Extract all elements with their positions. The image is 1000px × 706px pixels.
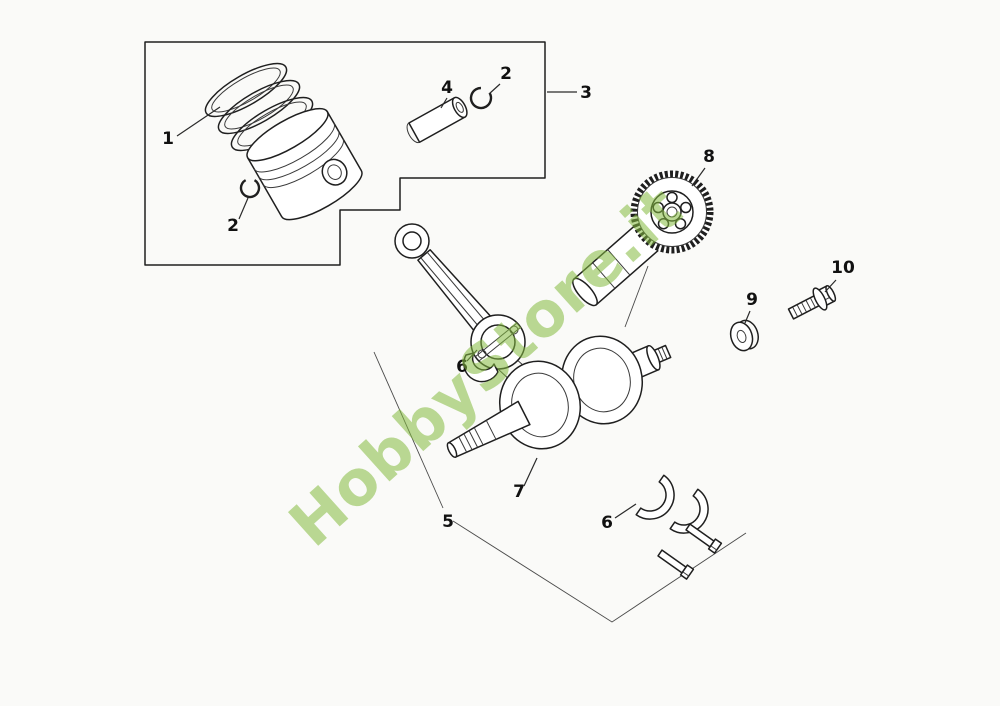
rod-bearing-shell bbox=[463, 352, 499, 383]
part-label-6-upper: 6 bbox=[456, 357, 468, 377]
bearing-shells bbox=[635, 474, 709, 534]
part-label-6-lower: 6 bbox=[601, 513, 613, 533]
part-label-8: 8 bbox=[703, 147, 715, 167]
piston-pin bbox=[406, 96, 468, 144]
part-label-9: 9 bbox=[746, 290, 758, 310]
part-label-2-top: 2 bbox=[500, 64, 512, 84]
crank-gear-shaft bbox=[572, 221, 662, 307]
piston-rings bbox=[204, 62, 314, 152]
crankshaft bbox=[446, 335, 672, 459]
part-label-10: 10 bbox=[831, 258, 855, 278]
part-label-5: 5 bbox=[442, 512, 454, 532]
connecting-rod bbox=[394, 223, 526, 370]
part-callouts: 1 2 2 3 4 5 6 6 7 8 9 10 bbox=[162, 64, 855, 533]
part-label-4: 4 bbox=[441, 78, 453, 98]
leader-lines bbox=[176, 83, 837, 519]
washer bbox=[729, 319, 759, 352]
rod-bolt-2 bbox=[657, 549, 695, 580]
part-label-7: 7 bbox=[513, 482, 525, 502]
group-guide-lines bbox=[373, 265, 747, 623]
rod-bolt-1 bbox=[685, 523, 723, 554]
piston bbox=[246, 107, 363, 221]
timing-gear bbox=[630, 170, 714, 254]
flange-bolt bbox=[787, 285, 837, 320]
part-label-1: 1 bbox=[162, 129, 174, 149]
part-label-3: 3 bbox=[580, 83, 592, 103]
circlip-bottom bbox=[239, 177, 261, 199]
part-label-2-bottom: 2 bbox=[227, 216, 239, 236]
detail-box bbox=[144, 41, 546, 266]
circlip-top bbox=[469, 86, 493, 110]
